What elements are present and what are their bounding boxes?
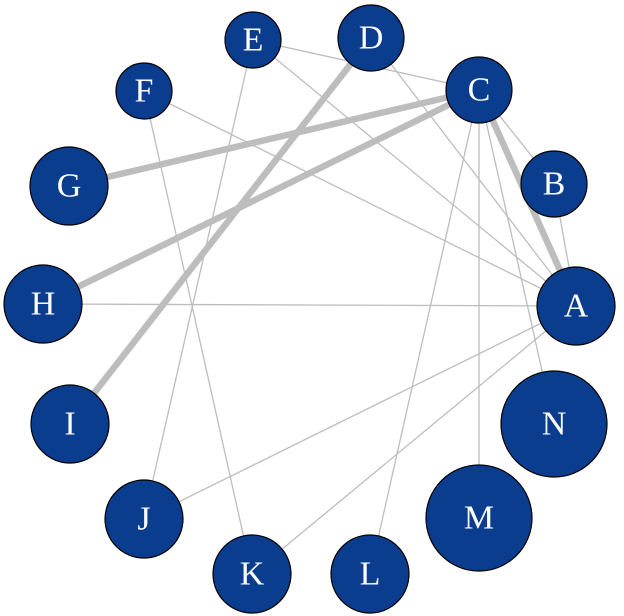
node-g: G [29, 146, 109, 226]
edge-d-i [67, 36, 374, 426]
node-circle [29, 146, 109, 226]
edge-e-a [252, 39, 577, 307]
node-label: M [464, 500, 494, 537]
node-label: G [57, 168, 82, 205]
edge-f-a [143, 90, 577, 307]
node-h: H [3, 264, 83, 344]
node-layer: A B C D E F G H I J K L M N [3, 4, 616, 614]
node-label: N [542, 406, 567, 443]
node-circle [30, 384, 110, 464]
node-label: E [243, 22, 264, 59]
node-circle [337, 4, 405, 72]
node-b: B [520, 150, 588, 218]
node-label: K [240, 556, 265, 593]
node-circle [224, 11, 282, 69]
node-label: C [468, 72, 491, 109]
node-a: A [536, 266, 616, 346]
node-n: N [500, 370, 608, 478]
node-circle [536, 266, 616, 346]
node-l: L [330, 534, 410, 614]
edge-d-a [370, 37, 577, 307]
node-circle [330, 534, 410, 614]
node-j: J [104, 479, 184, 559]
node-label: J [137, 501, 150, 538]
node-circle [104, 479, 184, 559]
edge-h-a [42, 303, 577, 307]
node-c: C [445, 56, 513, 124]
node-circle [500, 370, 608, 478]
edge-c-l [369, 89, 480, 575]
edge-c-h [41, 87, 481, 307]
node-label: A [564, 288, 589, 325]
node-circle [115, 62, 173, 120]
node-circle [3, 264, 83, 344]
node-label: L [360, 556, 381, 593]
edge-a-k [251, 305, 577, 575]
node-circle [445, 56, 513, 124]
node-i: I [30, 384, 110, 464]
node-circle [212, 534, 292, 614]
edge-c-n [478, 89, 555, 425]
edge-layer [41, 36, 579, 575]
node-circle [520, 150, 588, 218]
node-label: B [543, 166, 566, 203]
node-label: H [31, 286, 56, 323]
edge-f-k [143, 90, 253, 575]
node-label: D [359, 20, 384, 57]
edge-a-j [143, 305, 577, 520]
node-e: E [224, 11, 282, 69]
node-d: D [337, 4, 405, 72]
node-f: F [115, 62, 173, 120]
edge-c-g [68, 86, 480, 190]
node-m: M [425, 464, 533, 572]
node-label: I [64, 406, 75, 443]
node-circle [425, 464, 533, 572]
node-label: F [135, 73, 154, 110]
node-k: K [212, 534, 292, 614]
edge-e-j [143, 39, 254, 520]
